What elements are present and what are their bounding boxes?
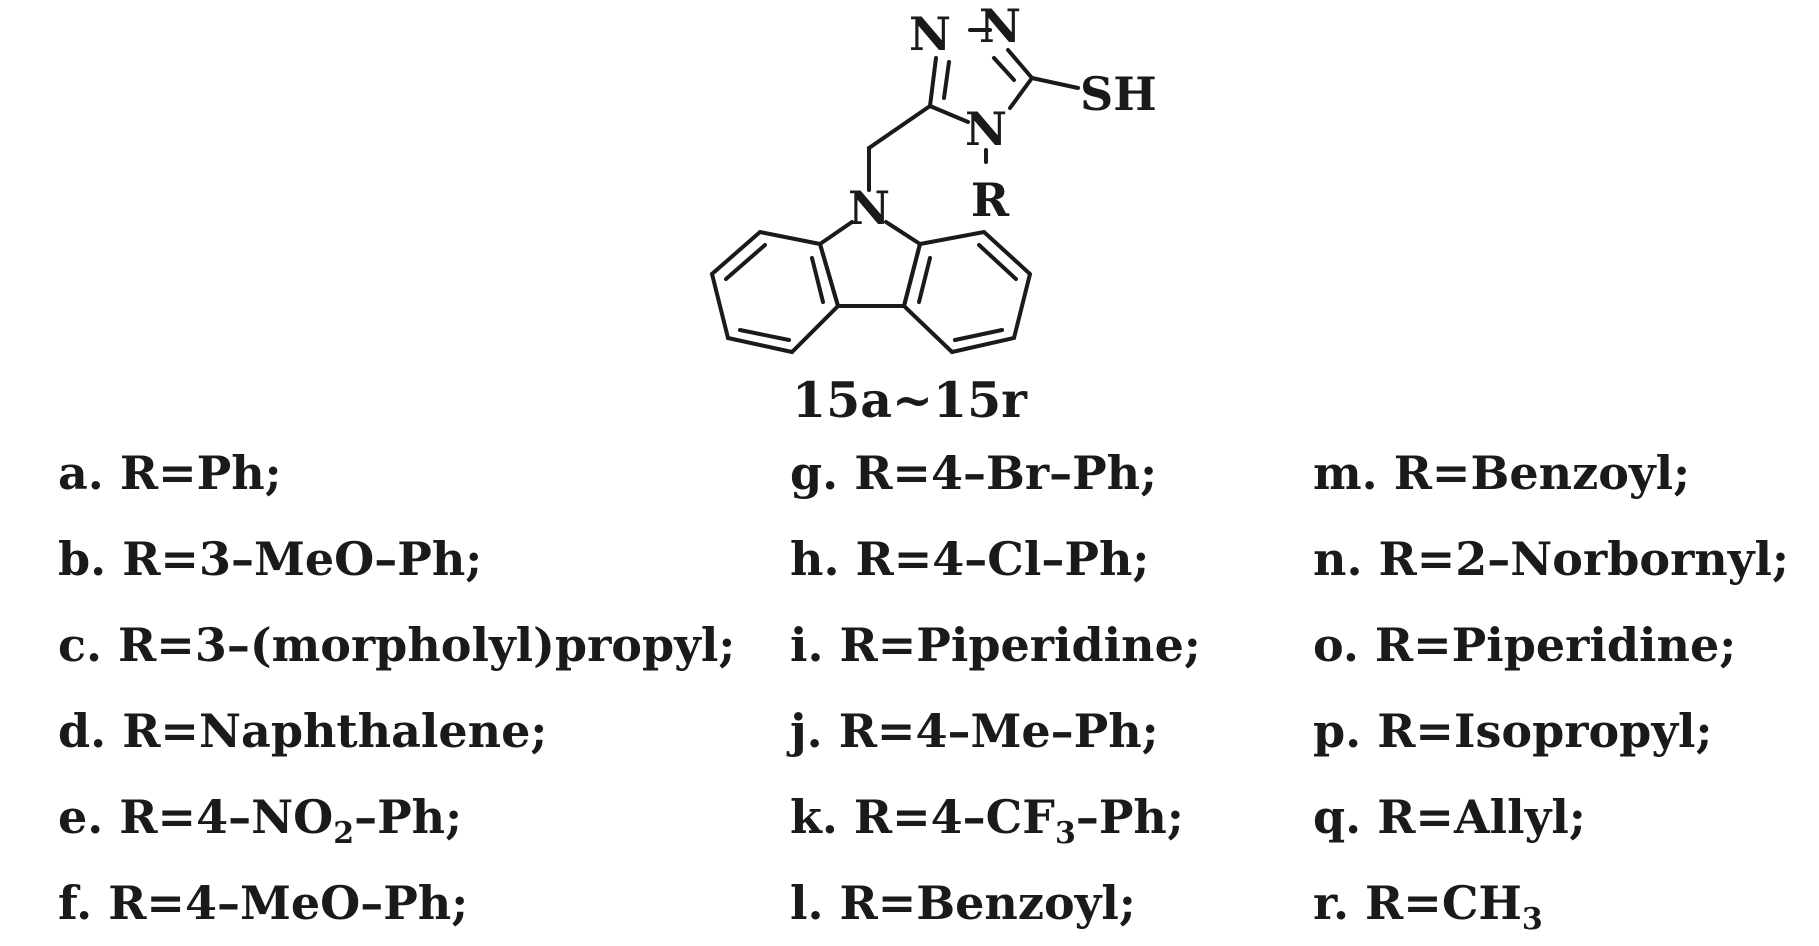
legend-item-e: e. R=4–NO2–Ph; bbox=[58, 774, 735, 860]
bond-n9-c8a bbox=[884, 220, 922, 246]
legend-item-q: q. R=Allyl; bbox=[1313, 774, 1789, 860]
item-letter: k. bbox=[790, 790, 838, 844]
triazole-n2-label: N bbox=[979, 0, 1021, 53]
item-letter: j. bbox=[790, 704, 823, 758]
item-text: R=Naphthalene; bbox=[122, 704, 548, 758]
item-subscript: 3 bbox=[1054, 816, 1076, 851]
legend-item-i: i. R=Piperidine; bbox=[790, 602, 1201, 688]
legend-item-c: c. R=3–(morpholyl)propyl; bbox=[58, 602, 735, 688]
item-text: R=Allyl; bbox=[1377, 790, 1586, 844]
legend-item-j: j. R=4–Me–Ph; bbox=[790, 688, 1201, 774]
item-text: R=4–MeO–Ph; bbox=[108, 876, 469, 930]
item-letter: c. bbox=[58, 618, 103, 672]
bond-c3-s bbox=[1030, 76, 1080, 90]
item-letter: n. bbox=[1313, 532, 1363, 586]
item-text: R=Piperidine; bbox=[1374, 618, 1737, 672]
item-letter: g. bbox=[790, 446, 839, 500]
item-text: R=Ph; bbox=[119, 446, 282, 500]
item-text-before: R=4–CF bbox=[853, 790, 1055, 844]
item-letter: o. bbox=[1313, 618, 1359, 672]
bond-n4-c5 bbox=[928, 104, 970, 124]
item-letter: h. bbox=[790, 532, 840, 586]
chemical-structure: N N N SH R N bbox=[709, 0, 1157, 355]
item-letter: m. bbox=[1313, 446, 1378, 500]
legend-column-3: m. R=Benzoyl; n. R=2–Norbornyl; o. R=Pip… bbox=[1313, 430, 1789, 946]
thiol-label: SH bbox=[1080, 67, 1157, 121]
legend-item-l: l. R=Benzoyl; bbox=[790, 860, 1201, 946]
item-subscript: 2 bbox=[333, 816, 355, 851]
triazole-n4-label: N bbox=[965, 102, 1007, 156]
item-text: R=Benzoyl; bbox=[1393, 446, 1691, 500]
legend-item-g: g. R=4–Br–Ph; bbox=[790, 430, 1201, 516]
item-text: R=Isopropyl; bbox=[1377, 704, 1713, 758]
legend-item-f: f. R=4–MeO–Ph; bbox=[58, 860, 735, 946]
bond-c5-n1 bbox=[928, 56, 938, 108]
item-letter: a. bbox=[58, 446, 104, 500]
item-letter: l. bbox=[790, 876, 824, 930]
bond-c3-c3-inner bbox=[992, 56, 1016, 82]
item-text-before: R=CH bbox=[1365, 876, 1522, 930]
item-letter: e. bbox=[58, 790, 104, 844]
item-text: R=3–(morpholyl)propyl; bbox=[118, 618, 736, 672]
compound-range-label: 15a~15r bbox=[792, 371, 1027, 429]
item-subscript: 3 bbox=[1521, 902, 1543, 937]
legend-item-h: h. R=4–Cl–Ph; bbox=[790, 516, 1201, 602]
right-ring-double-bond-3 bbox=[917, 256, 932, 304]
substituent-r-label: R bbox=[971, 173, 1010, 227]
item-text: R=4–Cl–Ph; bbox=[855, 532, 1150, 586]
right-ring-double-bond-1 bbox=[977, 243, 1018, 281]
bond-n9-c9a bbox=[818, 220, 854, 246]
legend-item-d: d. R=Naphthalene; bbox=[58, 688, 735, 774]
item-text-after: –Ph; bbox=[1075, 790, 1184, 844]
legend-item-b: b. R=3–MeO–Ph; bbox=[58, 516, 735, 602]
right-ring-double-bond-2 bbox=[953, 328, 1004, 342]
item-letter: i. bbox=[790, 618, 824, 672]
item-letter: q. bbox=[1313, 790, 1362, 844]
left-ring-double-bond-1 bbox=[724, 243, 767, 281]
legend-item-r: r. R=CH3 bbox=[1313, 860, 1789, 946]
item-letter: f. bbox=[58, 876, 93, 930]
bond-c5-ch2 bbox=[867, 104, 932, 150]
item-letter: d. bbox=[58, 704, 107, 758]
triazole-n1-label: N bbox=[909, 7, 951, 61]
legend-item-p: p. R=Isopropyl; bbox=[1313, 688, 1789, 774]
legend-item-k: k. R=4–CF3–Ph; bbox=[790, 774, 1201, 860]
legend-column-1: a. R=Ph; b. R=3–MeO–Ph; c. R=3–(morpholy… bbox=[58, 430, 735, 946]
legend-item-o: o. R=Piperidine; bbox=[1313, 602, 1789, 688]
left-benzene-ring bbox=[709, 229, 841, 355]
legend-item-a: a. R=Ph; bbox=[58, 430, 735, 516]
bond-c5-n1-inner bbox=[942, 60, 951, 100]
legend-item-n: n. R=2–Norbornyl; bbox=[1313, 516, 1789, 602]
legend-column-2: g. R=4–Br–Ph; h. R=4–Cl–Ph; i. R=Piperid… bbox=[790, 430, 1201, 946]
carbazole-n-label: N bbox=[848, 181, 890, 235]
left-ring-double-bond-2 bbox=[738, 328, 791, 342]
left-ring-double-bond-3 bbox=[810, 256, 825, 304]
item-text: R=4–Br–Ph; bbox=[854, 446, 1158, 500]
item-text-before: R=4–NO bbox=[119, 790, 334, 844]
item-letter: b. bbox=[58, 532, 107, 586]
item-letter: r. bbox=[1313, 876, 1350, 930]
right-benzene-ring bbox=[901, 229, 1033, 355]
legend-item-m: m. R=Benzoyl; bbox=[1313, 430, 1789, 516]
item-text: R=2–Norbornyl; bbox=[1378, 532, 1789, 586]
item-letter: p. bbox=[1313, 704, 1362, 758]
item-text-after: –Ph; bbox=[354, 790, 463, 844]
bond-n2-c3 bbox=[1006, 48, 1034, 80]
bond-c3-n4 bbox=[1008, 76, 1034, 110]
item-text: R=3–MeO–Ph; bbox=[122, 532, 483, 586]
item-text: R=Benzoyl; bbox=[839, 876, 1136, 930]
item-text: R=Piperidine; bbox=[839, 618, 1201, 672]
item-text: R=4–Me–Ph; bbox=[838, 704, 1159, 758]
